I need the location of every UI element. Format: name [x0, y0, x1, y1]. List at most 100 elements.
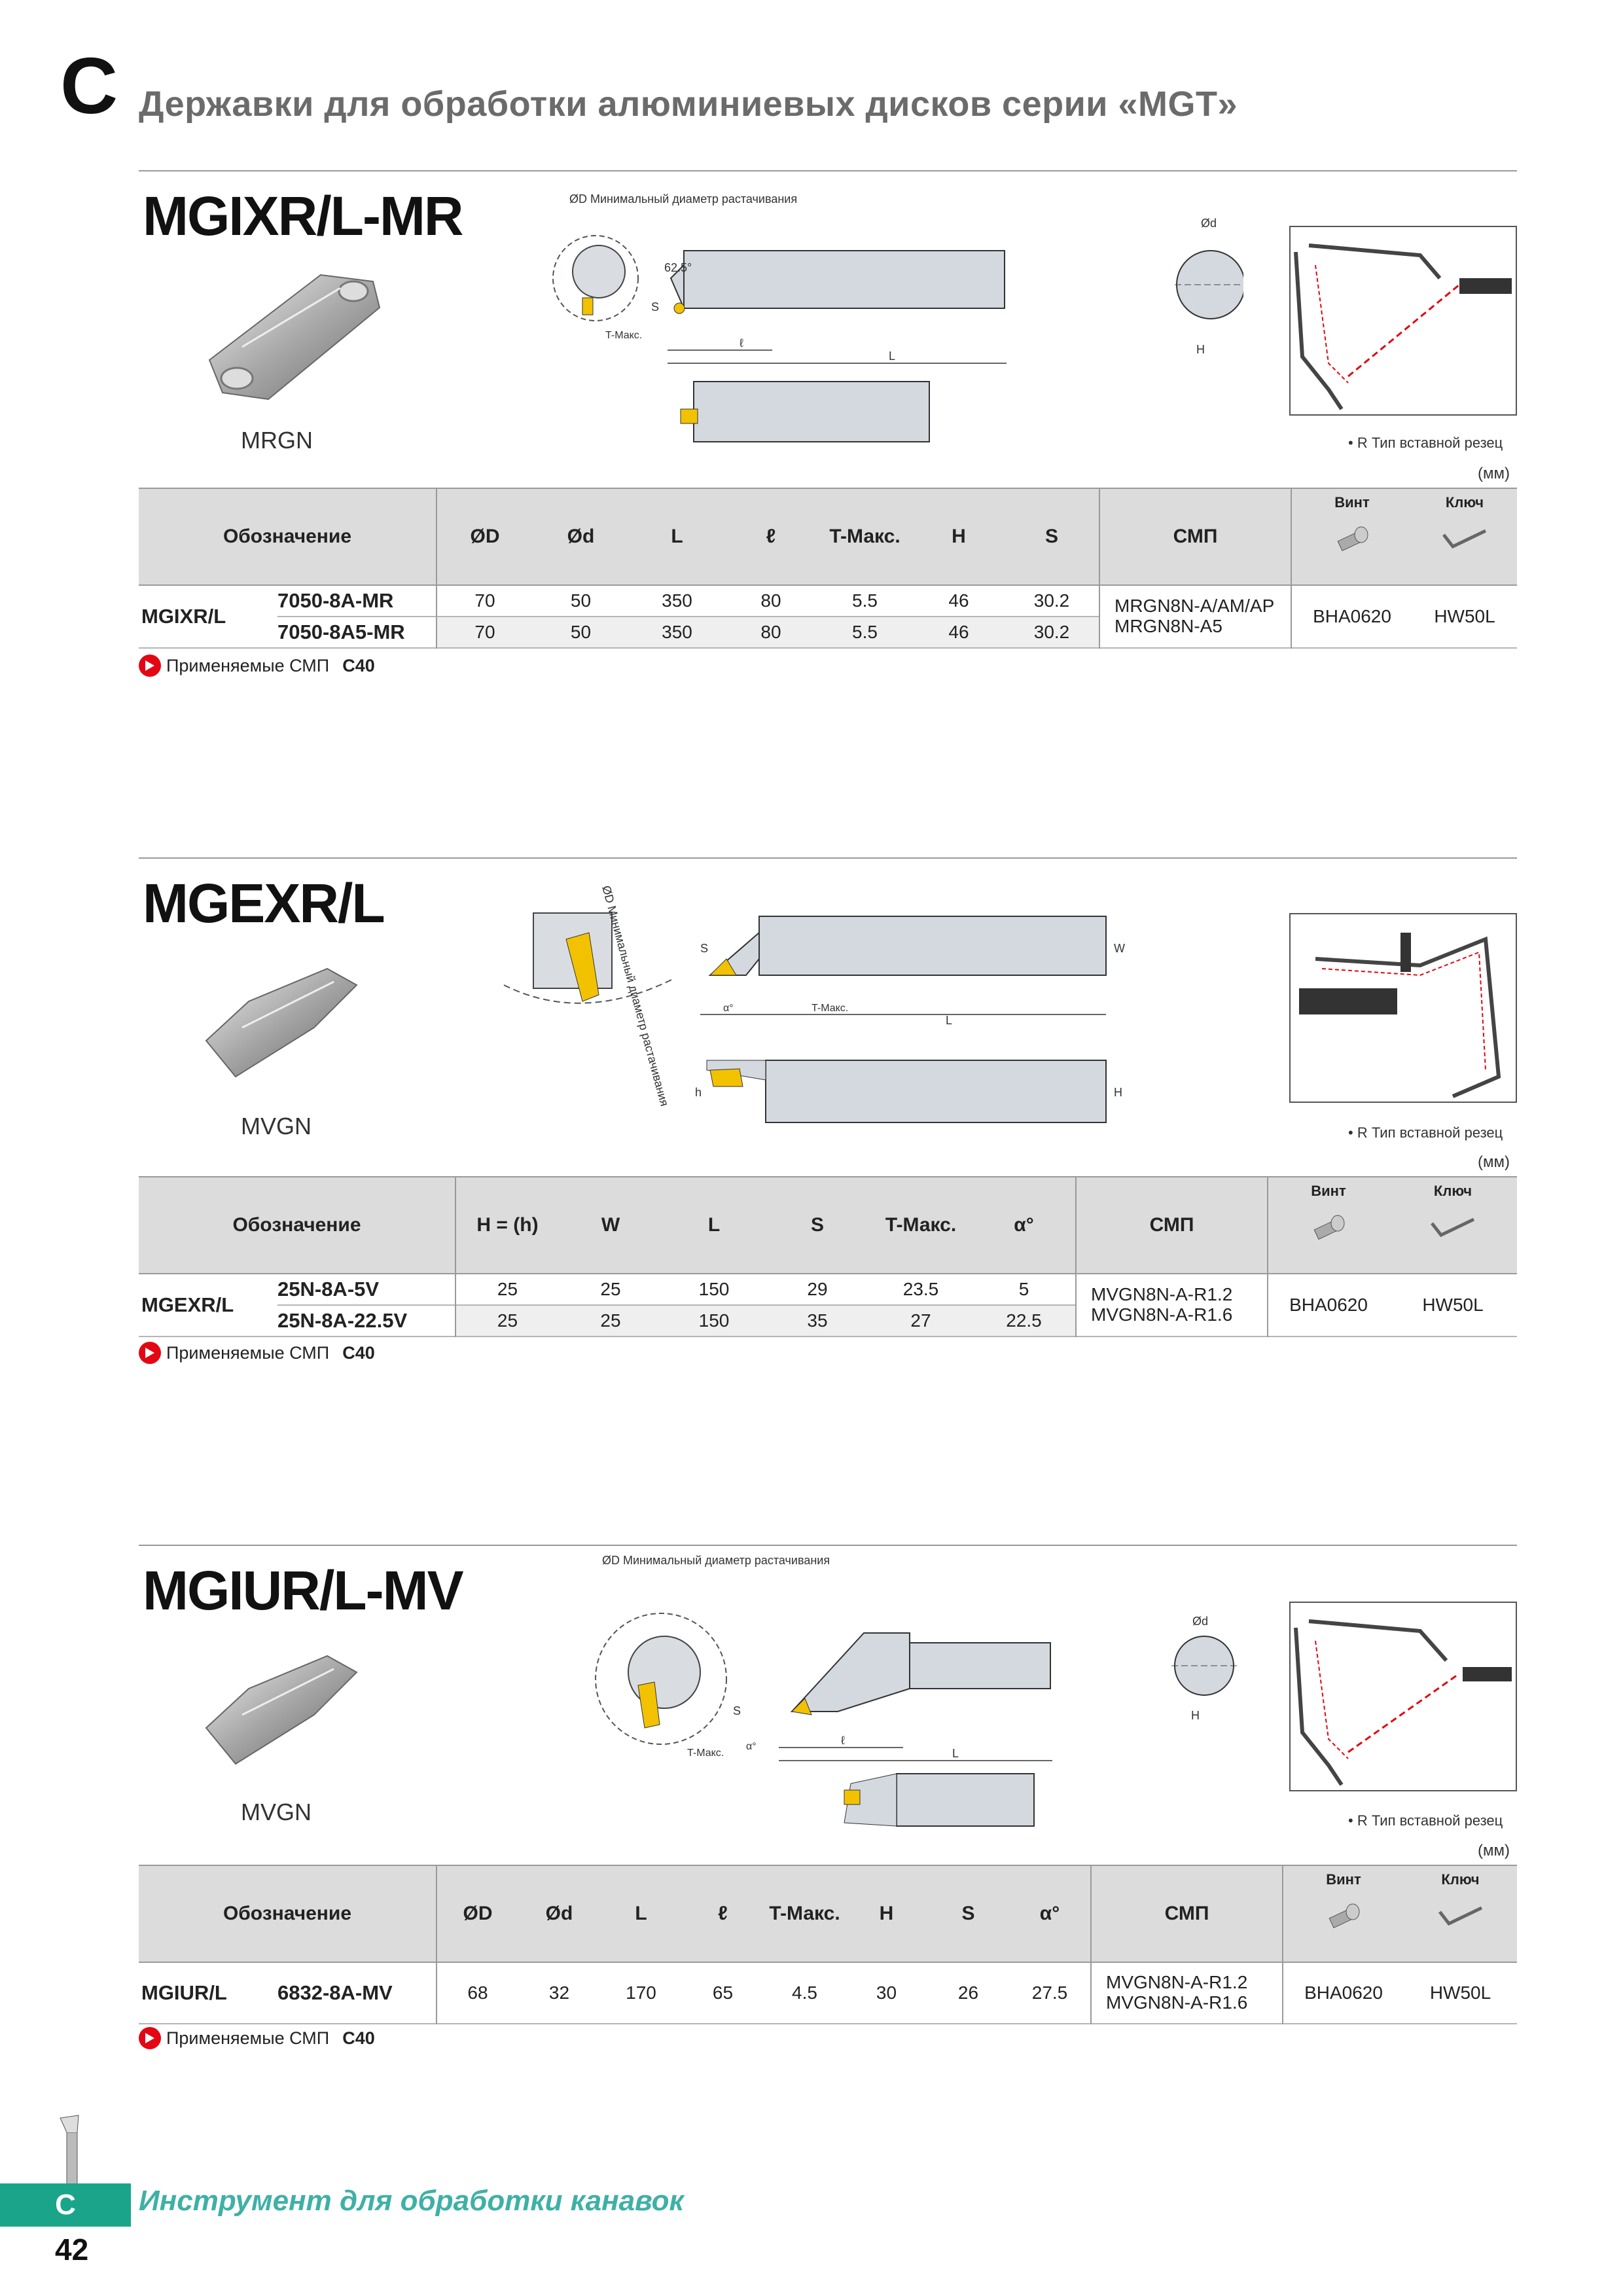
cell-H: 25 [455, 1274, 559, 1305]
cell-S: 26 [957, 1982, 979, 2003]
cell-H: 46 [948, 590, 969, 611]
cell-S: 35 [766, 1305, 869, 1336]
col-S: S [1005, 488, 1099, 585]
cell-screw: BHA0620 [1267, 1274, 1389, 1336]
cell-L: 350 [629, 617, 725, 648]
col-L: L [662, 1177, 766, 1274]
min-bore-label: ØD Минимальный диаметр растачивания [599, 884, 671, 1107]
hex-key-icon [1431, 1217, 1475, 1238]
page-number: 42 [55, 2233, 89, 2267]
col-smp: СМП [1090, 1865, 1283, 1962]
cell-key: HW50L [1434, 606, 1495, 626]
cell-tmax: 5.5 [817, 617, 913, 648]
section-title-mgexr: MGEXR/L [143, 872, 385, 934]
col-L: L [600, 1865, 682, 1962]
s-label: S [733, 1704, 741, 1717]
cell-tmax: 4.5 [792, 1982, 817, 2003]
col-designation: Обозначение [139, 488, 437, 585]
angle-label: 62.5° [664, 261, 692, 274]
cell-L: 150 [662, 1305, 766, 1336]
section-title-mgiur: MGIUR/L-MV [143, 1560, 464, 1621]
col-key: Ключ [1412, 488, 1517, 585]
col-d: Ød [518, 1865, 600, 1962]
insert-type-note: • R Тип вставной резец [1348, 1124, 1503, 1141]
col-alpha: α° [972, 1177, 1076, 1274]
application-diagram-3 [1289, 1602, 1517, 1791]
screw-icon [1337, 526, 1368, 552]
col-S: S [927, 1865, 1009, 1962]
h-small-label: h [695, 1086, 702, 1099]
cell-od: 70 [436, 617, 533, 648]
cell-L: 170 [626, 1982, 656, 2003]
col-key: Ключ [1404, 1865, 1517, 1962]
insert-image-mvgn [205, 967, 358, 1078]
od-label: Ød [1192, 1615, 1208, 1628]
cell-H: 46 [913, 617, 1005, 648]
col-W: W [559, 1177, 662, 1274]
table-row-code: 6832-8A-MV [277, 1981, 393, 2004]
col-H: H [846, 1865, 927, 1962]
cell-screw: BHA0620 [1282, 1962, 1404, 2024]
insert-name-mrgn: MRGN [241, 427, 313, 454]
section-divider [139, 857, 1517, 859]
col-od: ØD [436, 1865, 518, 1962]
screw-icon [1313, 1215, 1345, 1240]
cell-tmax: 5.5 [852, 590, 878, 611]
series-name: MGEXR/L [141, 1293, 234, 1316]
col-H: H = (h) [455, 1177, 559, 1274]
cell-tmax: 27 [869, 1305, 972, 1336]
l-small-label: ℓ [841, 1734, 845, 1747]
col-l: ℓ [682, 1865, 764, 1962]
table-row-code: 25N-8A-22.5V [277, 1309, 408, 1332]
l-small-label: ℓ [740, 336, 743, 350]
cell-tmax: 23.5 [902, 1279, 939, 1299]
col-L: L [629, 488, 725, 585]
col-screw: Винт [1291, 488, 1412, 585]
cell-W: 25 [559, 1305, 662, 1336]
section-divider [139, 170, 1517, 171]
cell-d: 32 [548, 1982, 570, 2003]
col-d: Ød [533, 488, 629, 585]
unit-label: (мм) [1478, 1842, 1510, 1859]
cell-l: 65 [712, 1982, 734, 2003]
col-tmax: T-Макс. [764, 1865, 846, 1962]
table-row-code: 7050-8A-MR [277, 589, 394, 612]
cell-alpha: 27.5 [1031, 1982, 1068, 2003]
w-label: W [1114, 942, 1125, 955]
cell-od: 70 [436, 585, 533, 617]
table-row-code: 7050-8A5-MR [277, 620, 405, 643]
h-label: H [1196, 343, 1205, 356]
insert-type-note: • R Тип вставной резец [1348, 1812, 1503, 1829]
col-od: ØD [436, 488, 533, 585]
arrow-right-icon [139, 655, 161, 677]
application-diagram-1 [1289, 226, 1517, 416]
col-smp: СМП [1099, 488, 1291, 585]
spec-table-mgiur: Обозначение ØD Ød L ℓ T-Макс. H S α° СМП… [139, 1865, 1517, 2024]
series-name: MGIXR/L [141, 605, 226, 628]
col-key: Ключ [1389, 1177, 1517, 1274]
l-label: L [946, 1014, 952, 1027]
col-tmax: T-Макс. [817, 488, 913, 585]
application-diagram-2 [1289, 913, 1517, 1103]
min-bore-label: ØD Минимальный диаметр растачивания [569, 192, 797, 206]
alpha-label: α° [746, 1741, 757, 1752]
tool-drawing-mgiur: ØD Минимальный диаметр растачивания S T-… [595, 1554, 1237, 1827]
cell-S: 29 [807, 1279, 828, 1299]
cell-H: 30 [876, 1982, 897, 2003]
cell-L: 150 [698, 1279, 730, 1299]
cell-alpha: 5 [1018, 1279, 1029, 1299]
insert-image-mrgn [208, 274, 381, 401]
h-label: H [1114, 1086, 1122, 1099]
cell-L: 350 [662, 590, 692, 611]
cell-screw: BHA0620 [1291, 585, 1412, 648]
l-label: L [952, 1747, 959, 1760]
chapter-tab: C [0, 2183, 131, 2227]
cell-alpha: 22.5 [972, 1305, 1076, 1336]
hex-key-icon [1438, 1906, 1482, 1926]
